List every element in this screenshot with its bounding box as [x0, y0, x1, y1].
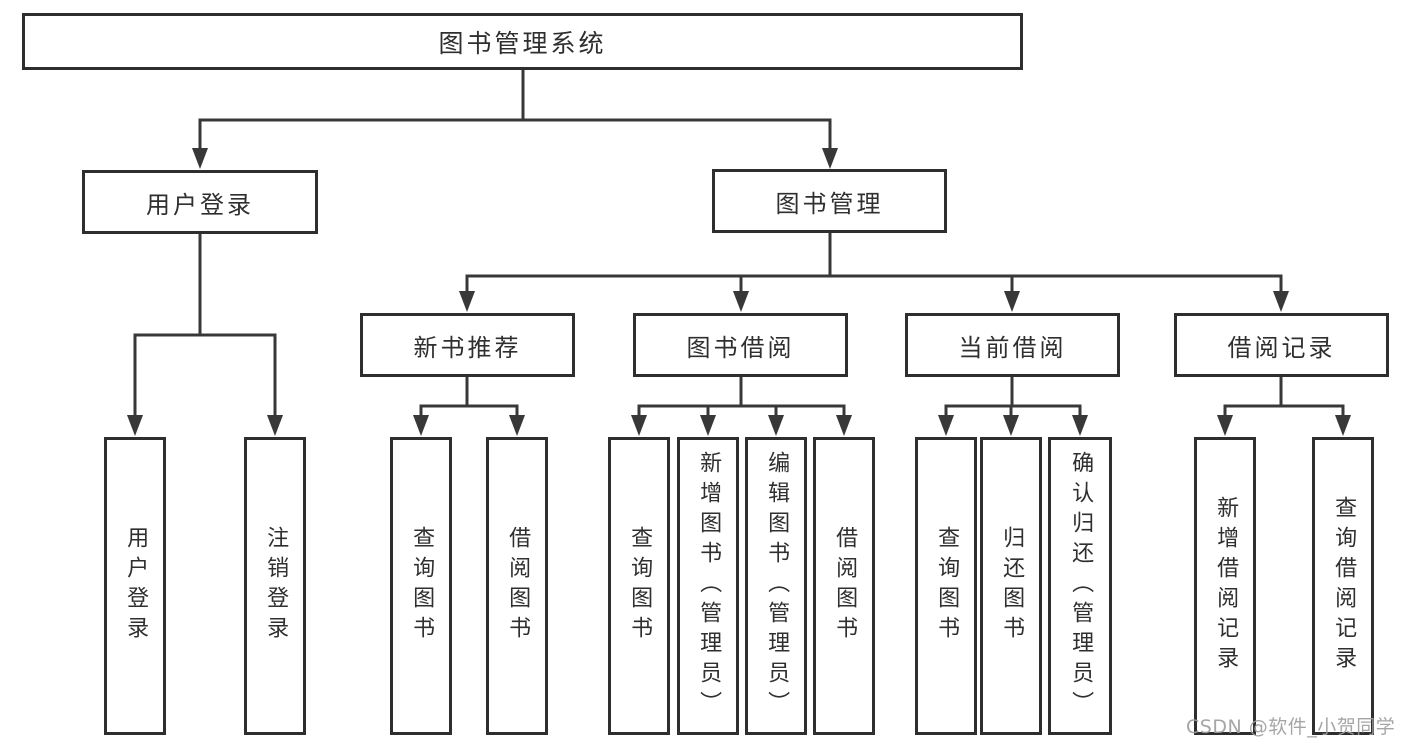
node-label: 用户登录: [123, 526, 149, 646]
arrow-down-icon: [1003, 415, 1019, 436]
leaf-add-book-admin: 新增图书（管理员）: [677, 437, 739, 735]
arrow-down-icon: [700, 415, 716, 436]
leaf-query-borrow-record: 查询借阅记录: [1312, 437, 1374, 735]
node-label: 图书管理系统: [438, 28, 607, 58]
leaf-borrow-books: 借阅图书: [813, 437, 875, 735]
node-label: 确认归还（管理员）: [1068, 451, 1094, 721]
leaf-query-books-borrowing: 查询图书: [608, 437, 670, 735]
arrow-down-icon: [509, 415, 525, 436]
leaf-return-books: 归还图书: [980, 437, 1042, 735]
arrow-down-icon: [127, 415, 143, 436]
node-label: 编辑图书（管理员）: [764, 451, 790, 721]
node-book-borrowing: 图书借阅: [633, 313, 848, 377]
node-user-login: 用户登录: [82, 170, 318, 234]
node-label: 图书管理: [775, 189, 884, 218]
connector-borrowing-records-children: [1223, 377, 1345, 420]
node-new-book-recommendation: 新书推荐: [360, 313, 575, 377]
arrow-down-icon: [267, 415, 283, 436]
node-library-management-system: 图书管理系统: [22, 13, 1023, 70]
arrow-down-icon: [938, 415, 954, 436]
node-label: 图书借阅: [686, 333, 795, 362]
node-label: 查询图书: [409, 526, 435, 646]
arrow-down-icon: [631, 415, 647, 436]
node-label: 当前借阅: [958, 333, 1067, 362]
arrow-down-icon: [733, 291, 749, 312]
node-label: 借阅记录: [1227, 333, 1336, 362]
leaf-query-books-recommend: 查询图书: [390, 437, 452, 735]
connector-new-book-recommendation-children: [419, 377, 519, 420]
connector-current-borrowing-children: [944, 377, 1082, 420]
csdn-watermark: CSDN @软件_小贺同学: [1186, 716, 1396, 738]
node-label: 新增图书（管理员）: [696, 451, 722, 721]
arrow-down-icon: [1004, 291, 1020, 312]
connector-book-borrowing-children: [637, 377, 846, 420]
node-borrowing-records: 借阅记录: [1174, 313, 1389, 377]
node-label: 借阅图书: [505, 526, 531, 646]
connector-root-to-level2: [198, 70, 832, 152]
leaf-confirm-return-admin: 确认归还（管理员）: [1048, 437, 1112, 735]
node-label: 查询图书: [934, 526, 960, 646]
arrow-down-icons: [127, 148, 1351, 436]
node-label: 借阅图书: [832, 526, 858, 646]
arrow-down-icon: [1072, 415, 1088, 436]
leaf-add-borrow-record: 新增借阅记录: [1194, 437, 1256, 735]
arrow-down-icon: [1335, 415, 1351, 436]
node-label: 归还图书: [999, 526, 1025, 646]
node-book-management: 图书管理: [712, 169, 947, 233]
node-label: 注销登录: [263, 526, 289, 646]
arrow-down-icon: [192, 148, 208, 169]
arrow-down-icon: [1273, 291, 1289, 312]
leaf-user-login: 用户登录: [104, 437, 166, 735]
arrow-down-icon: [822, 148, 838, 169]
arrow-down-icon: [768, 415, 784, 436]
connector-book-management-children: [465, 233, 1283, 296]
leaf-logout: 注销登录: [244, 437, 306, 735]
node-label: 新增借阅记录: [1213, 496, 1239, 676]
leaf-borrow-books-recommend: 借阅图书: [486, 437, 548, 735]
leaf-edit-book-admin: 编辑图书（管理员）: [745, 437, 807, 735]
arrow-down-icon: [413, 415, 429, 436]
node-label: 新书推荐: [413, 333, 522, 362]
leaf-query-books-current: 查询图书: [915, 437, 977, 735]
arrow-down-icon: [836, 415, 852, 436]
node-label: 用户登录: [146, 190, 254, 219]
node-label: 查询借阅记录: [1331, 496, 1357, 676]
node-label: 查询图书: [627, 526, 653, 646]
connector-user-login-children: [133, 234, 277, 420]
node-current-borrowing: 当前借阅: [905, 313, 1120, 377]
arrow-down-icon: [1217, 415, 1233, 436]
arrow-down-icon: [459, 291, 475, 312]
